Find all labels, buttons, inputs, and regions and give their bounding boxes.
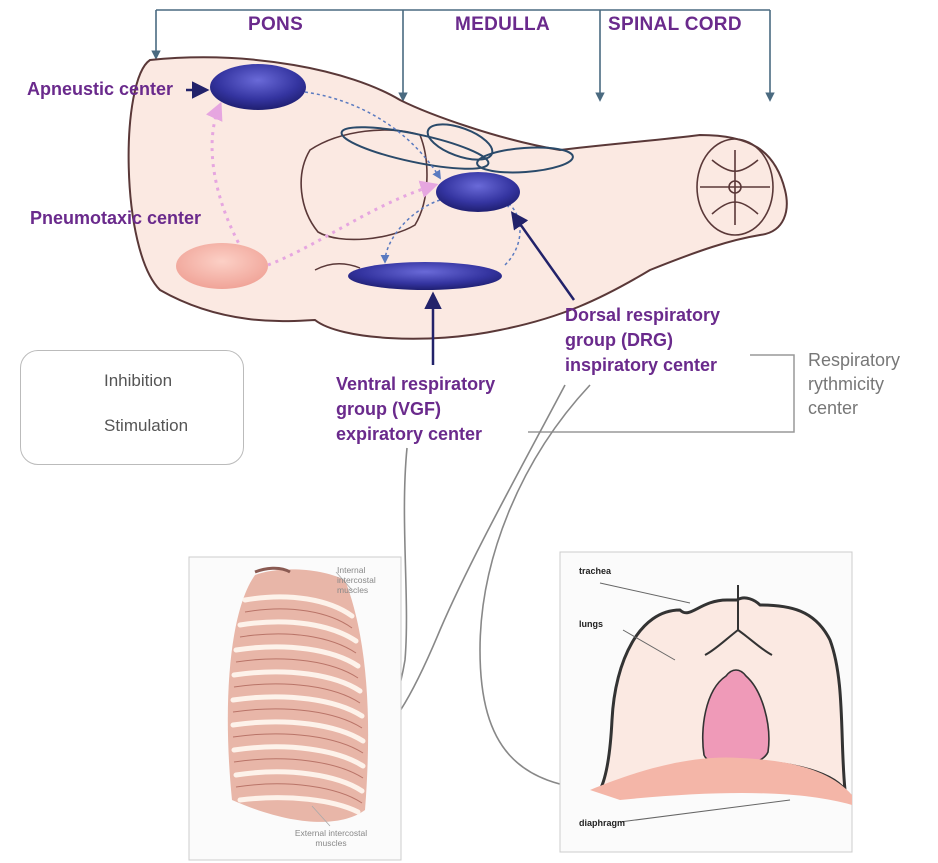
diaphragm-label: diaphragm: [579, 818, 625, 828]
legend-inhibition-label: Inhibition: [104, 371, 172, 391]
drg-line2: group (DRG): [565, 328, 765, 353]
spinal-cord-section: [697, 139, 773, 235]
rhythmicity-line1: Respiratory: [808, 348, 934, 372]
pneumotaxic-center-label: Pneumotaxic center: [30, 208, 201, 229]
drg-label: Dorsal respiratory group (DRG) inspirato…: [565, 303, 765, 378]
rhythmicity-line2: rythmicity: [808, 372, 934, 396]
internal-intercostal-label: Internal intercostal muscles: [337, 565, 397, 595]
pons-label: PONS: [248, 14, 303, 36]
apneustic-center-label: Apneustic center: [27, 79, 173, 100]
rhythmicity-line3: center: [808, 396, 934, 420]
ribcage-illustration: [228, 568, 368, 826]
apneustic-center-node: [210, 64, 306, 110]
spinal-cord-label: SPINAL CORD: [608, 14, 742, 36]
medulla-label: MEDULLA: [455, 14, 550, 36]
lungs-label: lungs: [579, 619, 603, 629]
drg-line1: Dorsal respiratory: [565, 303, 765, 328]
rhythmicity-label: Respiratory rythmicity center: [808, 348, 934, 420]
drg-line3: inspiratory center: [565, 353, 765, 378]
vrg-label: Ventral respiratory group (VGF) expirato…: [336, 372, 536, 447]
trachea-label: trachea: [579, 566, 611, 576]
external-intercostal-label: External intercostal muscles: [286, 828, 376, 848]
legend-stimulation-label: Stimulation: [104, 416, 188, 436]
pneumotaxic-center-node: [176, 243, 268, 289]
legend: [20, 350, 244, 465]
vrg-line2: group (VGF): [336, 397, 536, 422]
vrg-line3: expiratory center: [336, 422, 536, 447]
vrg-line1: Ventral respiratory: [336, 372, 536, 397]
drg-node: [436, 172, 520, 212]
vrg-node: [348, 262, 502, 290]
